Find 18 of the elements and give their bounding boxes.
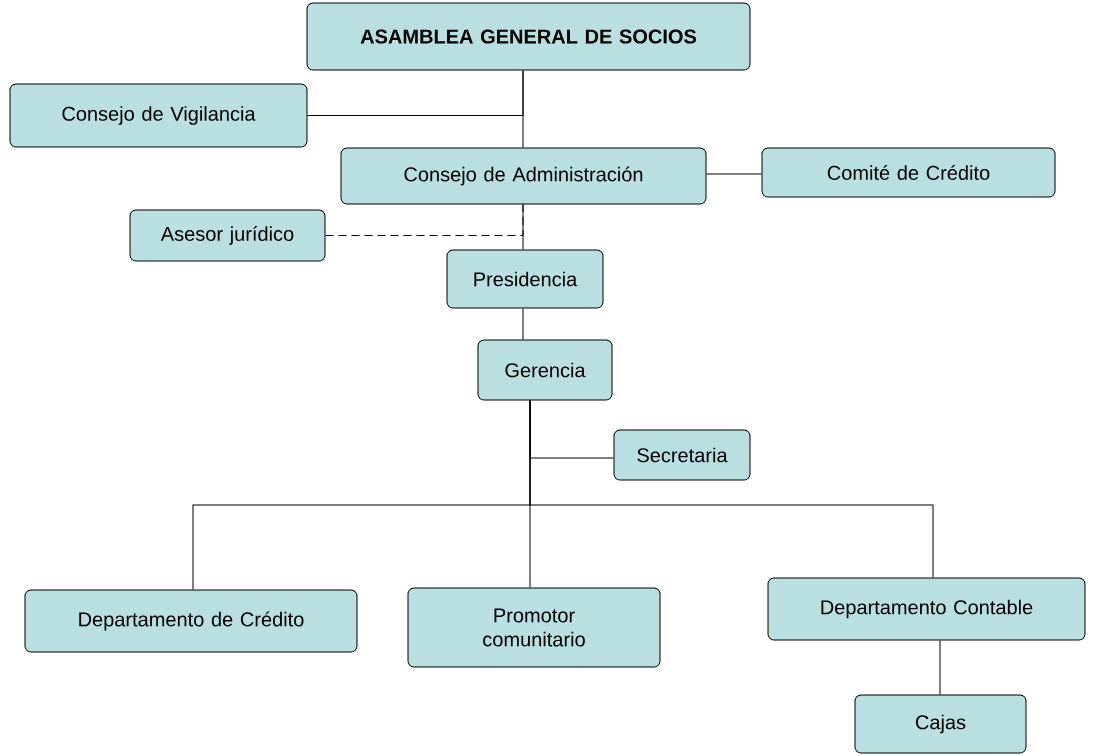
org-box: Consejo de Administración (340, 147, 707, 205)
org-box: Promotor comunitario (407, 587, 661, 668)
connector-line (522, 308, 524, 340)
org-box: Departamento Contable (767, 577, 1086, 641)
org-box: Comité de Crédito (761, 147, 1056, 198)
org-box: Departamento de Crédito (24, 589, 358, 653)
org-box: ASAMBLEA GENERAL DE SOCIOS (306, 2, 751, 71)
connector-line (939, 640, 941, 695)
connector-line (529, 400, 934, 578)
connector-line (325, 204, 524, 236)
connector-line (706, 173, 762, 175)
org-box: Gerencia (477, 339, 613, 401)
org-box: Consejo de Vigilancia (9, 83, 308, 148)
org-box: Cajas (854, 694, 1027, 754)
org-box: Secretaria (613, 429, 751, 481)
connector-line (307, 70, 524, 116)
org-box: Asesor jurídico (129, 209, 326, 262)
org-box: Presidencia (446, 249, 604, 309)
